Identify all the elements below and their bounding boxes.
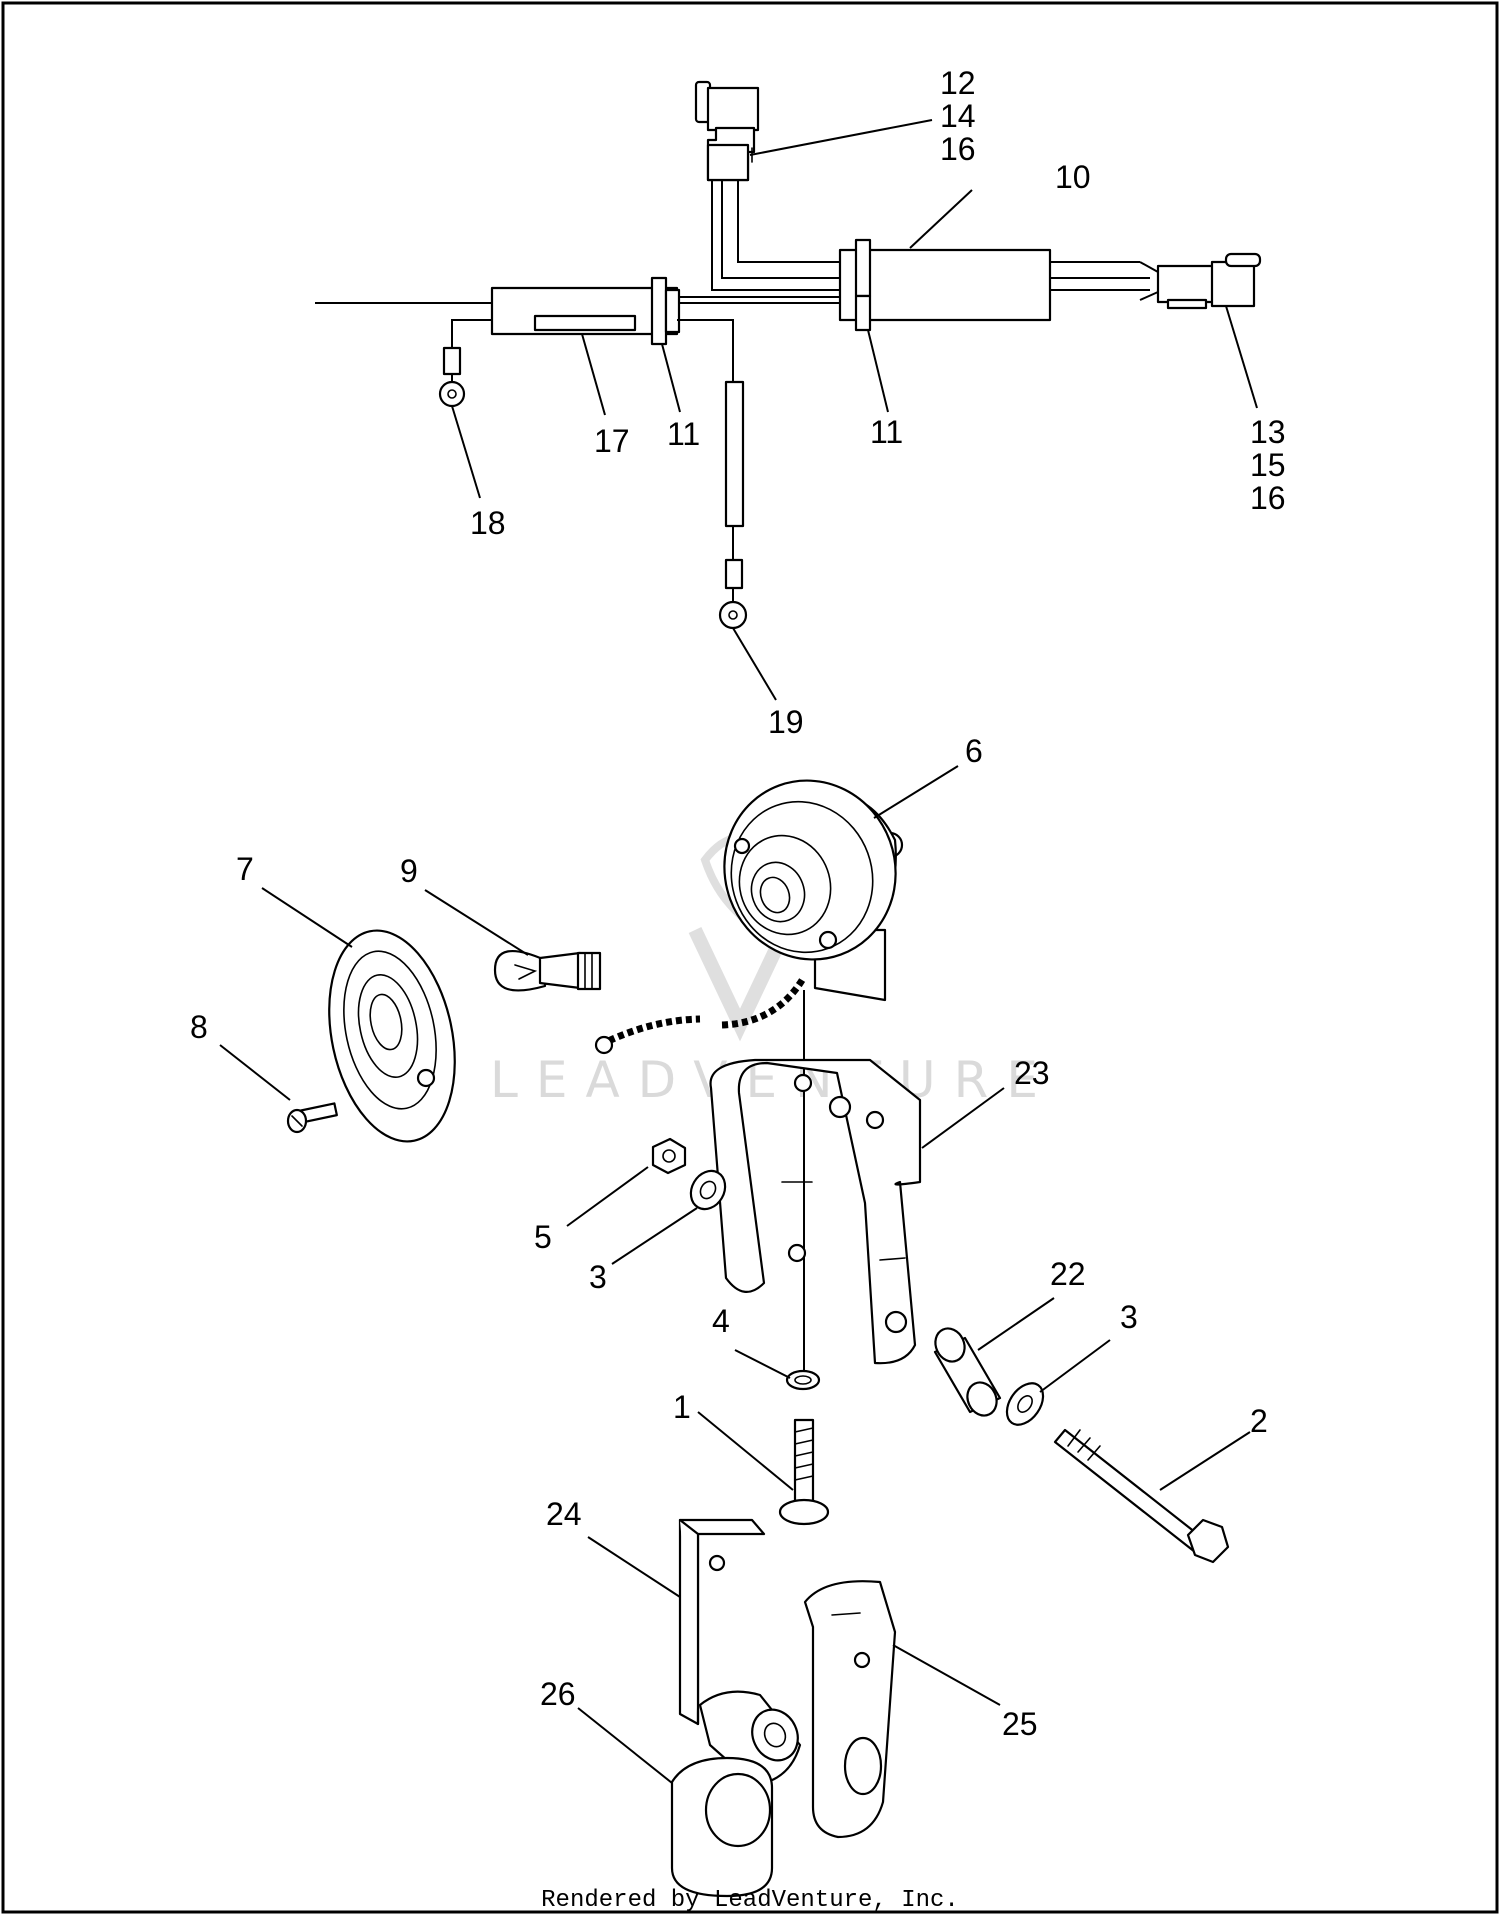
nut-part-5	[566, 1137, 687, 1227]
label-11-right: 11	[870, 414, 903, 450]
label-7: 7	[236, 851, 254, 887]
washer-part-3a	[611, 1169, 727, 1265]
label-26: 26	[540, 1676, 576, 1712]
label-17: 17	[594, 423, 630, 459]
label-13: 13	[1250, 414, 1286, 450]
horn-assembly	[594, 765, 959, 1380]
callout-labels: 12 14 16 10 17 11 11 13 15 16 18 19 6 7 …	[190, 65, 1286, 1742]
wiring-harness	[315, 80, 1262, 701]
label-2: 2	[1250, 1403, 1268, 1439]
label-3-left: 3	[589, 1259, 607, 1295]
lens-part-7	[261, 887, 456, 1143]
screw-part-8	[219, 1044, 338, 1134]
label-24: 24	[546, 1496, 582, 1532]
label-12: 12	[940, 65, 976, 101]
label-22: 22	[1050, 1256, 1086, 1292]
label-18: 18	[470, 505, 506, 541]
spacer-part-26	[577, 1707, 774, 1898]
label-8: 8	[190, 1009, 208, 1045]
lockwasher-part-4	[734, 1349, 821, 1391]
label-4: 4	[712, 1303, 730, 1339]
label-10: 10	[1055, 159, 1091, 195]
bulb-part-9	[424, 889, 602, 992]
label-25: 25	[1002, 1706, 1038, 1742]
bolt-part-1	[697, 1411, 830, 1526]
label-14: 14	[940, 98, 976, 134]
label-15: 15	[1250, 447, 1286, 483]
label-23: 23	[1014, 1055, 1050, 1091]
bracket-part-23	[709, 1058, 1005, 1365]
label-9: 9	[400, 853, 418, 889]
label-19: 19	[768, 704, 804, 740]
label-11-left: 11	[667, 416, 700, 452]
label-16-top: 16	[940, 131, 976, 167]
footer-credit: Rendered by LeadVenture, Inc.	[541, 1887, 959, 1914]
washer-part-3b	[1005, 1339, 1111, 1426]
label-1: 1	[673, 1389, 691, 1425]
label-16-right: 16	[1250, 480, 1286, 516]
label-6: 6	[965, 733, 983, 769]
bracket-part-24	[587, 1518, 802, 1787]
label-3-right: 3	[1120, 1299, 1138, 1335]
bolt-part-2	[1053, 1428, 1251, 1564]
bracket-part-25	[803, 1580, 1001, 1839]
label-5: 5	[534, 1219, 552, 1255]
spacer-part-22	[933, 1297, 1055, 1417]
